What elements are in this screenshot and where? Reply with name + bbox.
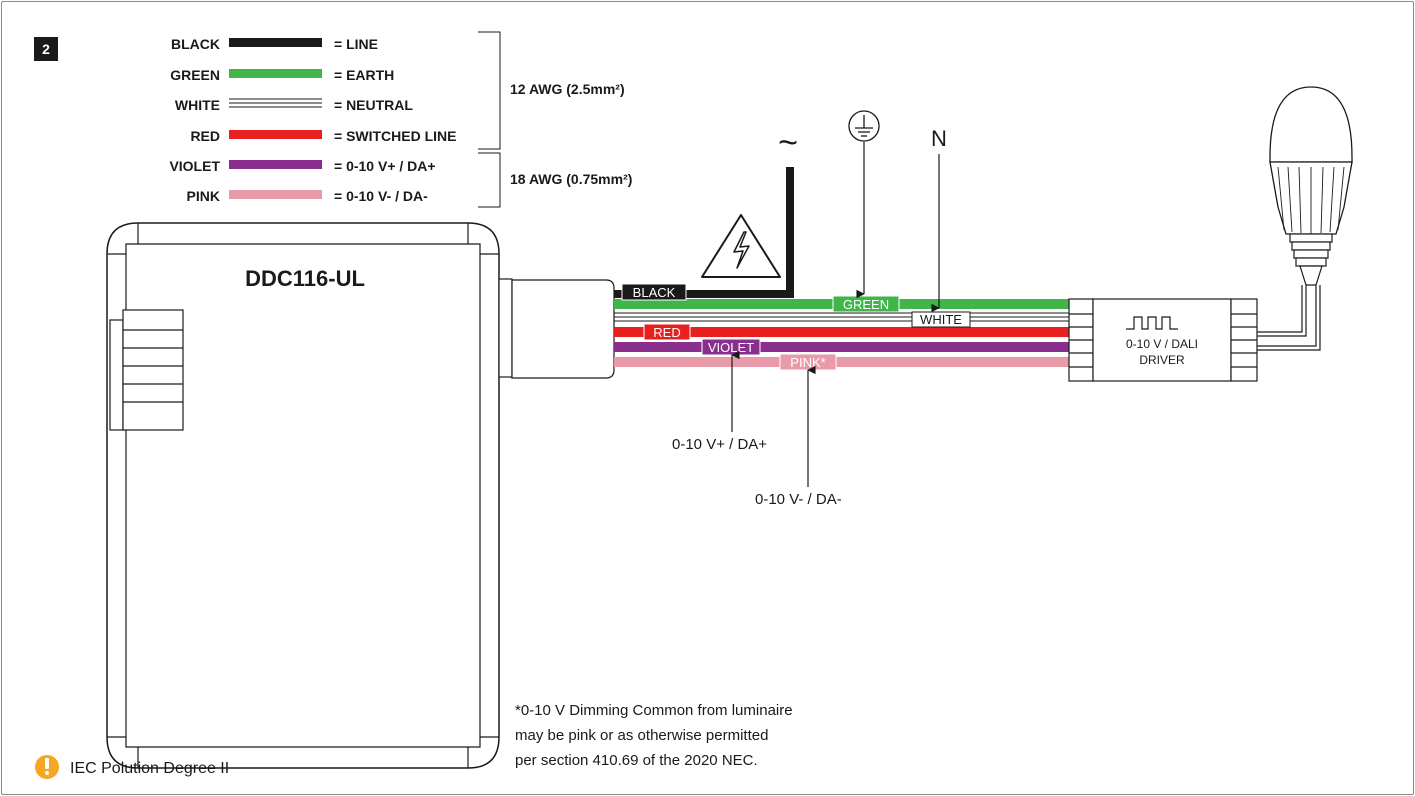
step-number: 2 — [42, 41, 50, 57]
legend-color-violet: VIOLET — [169, 158, 220, 174]
wire-label-black: BLACK — [633, 285, 676, 300]
legend-swatch-white — [229, 98, 322, 108]
wire-label-white: WHITE — [920, 312, 962, 327]
wire-color-legend: BLACK = LINE GREEN = EARTH WHITE = NEUTR… — [169, 31, 632, 208]
ac-symbol: ~ — [778, 124, 798, 162]
terminal-block — [109, 309, 184, 431]
legend-swatch-violet — [229, 160, 322, 169]
wire-label-red-bg — [643, 323, 691, 341]
notice-text: IEC Polution Degree II — [70, 760, 229, 777]
wire-label-pink: PINK* — [790, 355, 825, 370]
dali-driver: 0-10 V / DALI DRIVER — [1068, 298, 1258, 382]
wire-label-white-bg — [911, 311, 971, 328]
legend-meaning-dim-positive: = 0-10 V+ / DA+ — [334, 158, 436, 174]
footnote-line2: may be pink or as otherwise permitted — [515, 727, 768, 744]
wire-label-violet: VIOLET — [708, 340, 754, 355]
legend-swatch-black — [229, 38, 322, 47]
wire-red — [614, 327, 1069, 337]
wire-label-green: GREEN — [843, 297, 889, 312]
legend-swatch-red — [229, 130, 322, 139]
ddc116-device: DDC116-UL — [106, 222, 615, 769]
driver-label-line2: DRIVER — [1139, 353, 1185, 367]
legend-meaning-earth: = EARTH — [334, 67, 394, 83]
wire-label-green-bg — [832, 295, 900, 313]
wire-white — [614, 312, 1069, 322]
iec-notice: IEC Polution Degree II — [35, 755, 229, 779]
legend-color-red: RED — [190, 128, 220, 144]
wire-label-black-bg — [621, 283, 687, 301]
legend-color-pink: PINK — [187, 188, 220, 204]
earth-ground-icon — [848, 110, 880, 299]
legend-color-green: GREEN — [170, 67, 220, 83]
bracket-12awg — [478, 31, 501, 150]
cable-gland-base — [498, 278, 513, 378]
legend-swatch-pink — [229, 190, 322, 199]
wire-label-red: RED — [653, 325, 680, 340]
driver-label-line1: 0-10 V / DALI — [1126, 337, 1198, 351]
legend-meaning-line: = LINE — [334, 36, 378, 52]
wire-label-violet-bg — [701, 338, 761, 356]
wire-violet — [614, 342, 1069, 352]
legend-meaning-switched-line: = SWITCHED LINE — [334, 128, 457, 144]
device-name: DDC116-UL — [245, 266, 365, 291]
wire-bundle: BLACK GREEN WHITE RED VIOLET PINK* — [614, 167, 1069, 371]
bracket-18awg — [478, 152, 501, 208]
legend-swatch-green — [229, 69, 322, 78]
legend-meaning-neutral: = NEUTRAL — [334, 97, 413, 113]
high-voltage-warning-icon — [701, 214, 781, 278]
lamp-leads — [1257, 285, 1321, 351]
footnote-line3: per section 410.69 of the 2020 NEC. — [515, 752, 758, 769]
callout-positive: 0-10 V+ / DA+ — [672, 436, 767, 453]
wire-pink — [614, 357, 1069, 367]
neutral-symbol: N — [931, 126, 947, 151]
led-bulb-icon — [1269, 86, 1353, 286]
gauge-18awg: 18 AWG (0.75mm²) — [510, 171, 632, 187]
step-badge: 2 — [34, 37, 58, 61]
legend-color-black: BLACK — [171, 36, 220, 52]
legend-meaning-dim-negative: = 0-10 V- / DA- — [334, 188, 428, 204]
legend-color-white: WHITE — [175, 97, 220, 113]
callout-negative: 0-10 V- / DA- — [755, 491, 842, 508]
footnote-line1: *0-10 V Dimming Common from luminaire — [515, 702, 793, 719]
pwm-signal-icon — [1126, 316, 1178, 330]
gauge-12awg: 12 AWG (2.5mm²) — [510, 81, 625, 97]
cable-gland — [511, 279, 615, 379]
